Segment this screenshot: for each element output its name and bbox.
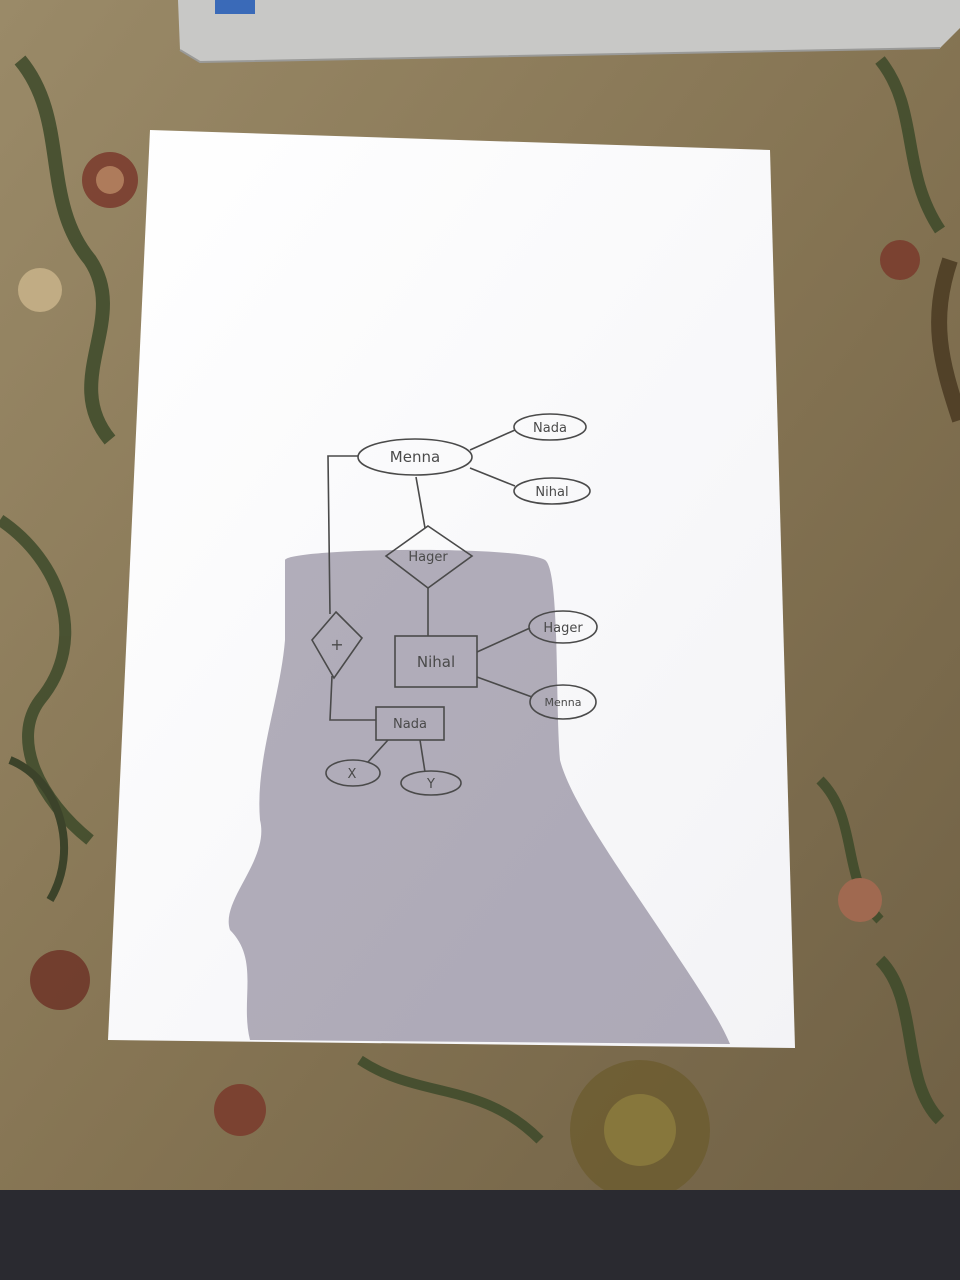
menna-nihal-edge — [469, 467, 516, 487]
menna-plus-edge — [327, 455, 358, 615]
er-labels: Menna Nada Nihal Hager + Nihal Hager Men… — [330, 421, 583, 792]
nihal-top-label: Nihal — [535, 485, 568, 500]
plus-label: + — [330, 635, 343, 654]
menna-hager-edge — [415, 476, 426, 529]
nada-top-label: Nada — [533, 421, 567, 436]
hager-attribute-node — [528, 610, 598, 644]
nada-x-edge — [367, 739, 389, 763]
rug-pattern — [0, 55, 960, 1200]
nihal-menna-edge — [476, 676, 533, 698]
nada-entity-label: Nada — [393, 717, 427, 732]
nihal-entity-label: Nihal — [417, 653, 455, 671]
menna-attribute-label: Menna — [545, 696, 582, 709]
paper-sheet — [108, 130, 795, 1048]
nihal-hager-edge — [476, 627, 531, 653]
x-attribute-node — [325, 759, 381, 787]
nada-y-edge — [419, 739, 426, 773]
hand-shadow — [228, 549, 730, 1044]
nada-attribute-node — [513, 413, 587, 441]
nihal-entity-node — [394, 635, 478, 688]
hager-relationship-label: Hager — [408, 550, 448, 565]
dark-fabric — [0, 1190, 960, 1280]
nihal-attribute-node — [513, 477, 591, 505]
menna-attribute-node — [529, 684, 597, 720]
plus-relationship-node — [311, 610, 364, 680]
er-diagram — [311, 413, 598, 796]
x-label: X — [348, 767, 357, 782]
hager-attribute-label: Hager — [543, 621, 583, 636]
laptop-edge — [178, 0, 960, 64]
menna-node — [357, 438, 473, 476]
menna-label: Menna — [390, 448, 440, 466]
nada-entity-node — [375, 706, 445, 741]
y-attribute-node — [400, 770, 462, 796]
plus-nada-edge — [329, 675, 376, 721]
y-label: Y — [426, 777, 435, 792]
menna-nada-edge — [469, 429, 516, 451]
